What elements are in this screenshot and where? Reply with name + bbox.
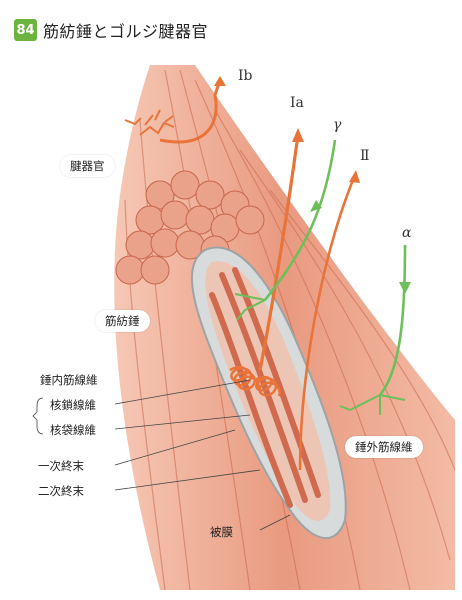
gamma-nerve [263,139,337,301]
figure-title-text: 筋紡錘とゴルジ腱器官 [43,22,209,41]
label-ii-nerve: Ⅱ [360,148,370,164]
label-capsule: 被膜 [210,525,233,539]
label-golgi-tendon-organ: 腱器官 [60,155,115,177]
label-alpha-nerve: α [402,225,412,241]
label-nuclear-bag-fiber: 核袋線維 [50,423,96,437]
label-extrafusal-fiber: 錘外筋線維 [345,436,423,458]
label-primary-ending: 一次終末 [38,459,84,473]
label-nuclear-chain-fiber: 核鎖線維 [50,398,96,412]
ib-nerve [159,79,222,144]
label-muscle-spindle: 筋紡錘 [95,310,150,332]
figure-title: 84 筋紡錘とゴルジ腱器官 [14,18,208,42]
ii-nerve [298,174,357,471]
label-ia-nerve: Ⅰa [290,95,304,111]
figure-number-badge: 84 [14,19,37,41]
label-intrafusal-fiber: 錘内筋線維 [40,373,98,387]
leader-lines [32,379,291,531]
label-ib-nerve: Ⅰb [238,68,253,84]
ia-nerve [258,134,300,371]
golgi-tendon-organ [124,109,175,136]
fiber-cross-section [115,170,265,285]
label-gamma-nerve: γ [333,117,342,133]
label-secondary-ending: 二次終末 [38,484,84,498]
alpha-nerve [378,244,407,396]
